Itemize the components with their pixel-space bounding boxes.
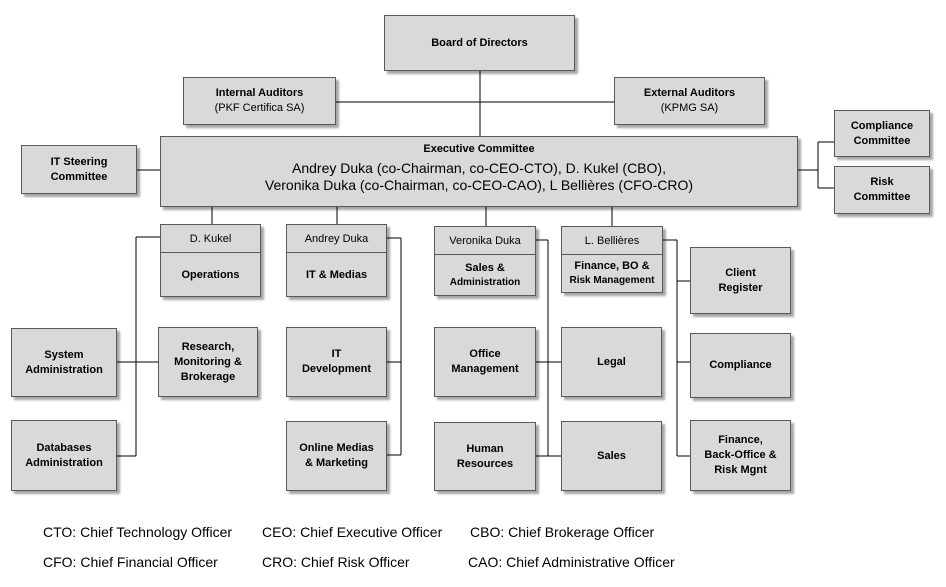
unit-label-3: Risk Mgnt bbox=[714, 464, 767, 476]
unit-label-1: IT bbox=[331, 348, 342, 360]
unit-label-3: Brokerage bbox=[180, 370, 236, 383]
unit-label-2: Resources bbox=[456, 457, 514, 470]
department-it-medias: IT & Medias bbox=[287, 253, 386, 296]
compliance-committee-label-1: Compliance bbox=[850, 119, 914, 132]
head-name: Veronika Duka bbox=[435, 227, 535, 255]
legend-ceo: CEO: Chief Executive Officer bbox=[262, 524, 443, 540]
unit-label-2: Development bbox=[301, 363, 372, 375]
unit-label-1: Databases bbox=[36, 441, 92, 454]
unit-label-1: Research, bbox=[181, 340, 235, 353]
head-name: Andrey Duka bbox=[287, 225, 386, 253]
client-register-box: Client Register bbox=[690, 247, 791, 314]
department-label-1: Finance, BO & bbox=[574, 260, 650, 272]
it-steering-label-2: Committee bbox=[50, 170, 108, 183]
it-steering-label-1: IT Steering bbox=[50, 155, 108, 168]
unit-label-2: Back-Office & bbox=[704, 449, 777, 461]
compliance-committee-box: Compliance Committee bbox=[834, 110, 930, 157]
legend-cao: CAO: Chief Administrative Officer bbox=[468, 554, 675, 570]
legend-cto: CTO: Chief Technology Officer bbox=[43, 524, 233, 540]
sales-box: Sales bbox=[561, 421, 662, 491]
unit-label-1: Human bbox=[466, 442, 504, 455]
legend-cro: CRO: Chief Risk Officer bbox=[262, 554, 410, 570]
finance-backoffice-risk-box: Finance, Back-Office & Risk Mgnt bbox=[690, 420, 791, 491]
head-veronika-duka-box: Veronika Duka Sales & Administration bbox=[434, 226, 536, 296]
department-finance-bo-risk: Finance, BO & Risk Management bbox=[562, 255, 662, 292]
research-monitoring-brokerage-box: Research, Monitoring & Brokerage bbox=[158, 327, 258, 397]
risk-committee-box: Risk Committee bbox=[834, 166, 930, 214]
legend-cbo: CBO: Chief Brokerage Officer bbox=[470, 524, 655, 540]
department-label-2: Administration bbox=[449, 276, 521, 288]
unit-label-2: Management bbox=[451, 363, 519, 375]
compliance-committee-label-2: Committee bbox=[853, 134, 911, 147]
office-management-box: Office Management bbox=[434, 327, 536, 397]
unit-label-2: Register bbox=[718, 281, 763, 294]
department-sales-administration: Sales & Administration bbox=[435, 255, 535, 295]
unit-label-2: Monitoring & bbox=[174, 355, 242, 368]
department-label: IT & Medias bbox=[305, 268, 368, 281]
internal-auditors-box: Internal Auditors (PKF Certifica SA) bbox=[183, 77, 336, 125]
external-auditors-box: External Auditors (KPMG SA) bbox=[614, 77, 765, 125]
department-operations: Operations bbox=[161, 253, 260, 296]
head-l-bellieres-box: L. Bellières Finance, BO & Risk Manageme… bbox=[561, 226, 663, 293]
unit-label-1: Office bbox=[469, 348, 501, 360]
executive-committee-title: Executive Committee bbox=[423, 143, 535, 155]
department-label-1: Sales & bbox=[465, 261, 505, 274]
head-name: L. Bellières bbox=[562, 227, 662, 255]
external-auditors-firm: (KPMG SA) bbox=[660, 102, 719, 114]
unit-label: Compliance bbox=[709, 359, 772, 371]
unit-label-2: Administration bbox=[25, 363, 103, 376]
unit-label: Sales bbox=[597, 449, 626, 462]
human-resources-box: Human Resources bbox=[434, 422, 536, 491]
compliance-box: Compliance bbox=[690, 333, 791, 398]
risk-committee-label-2: Committee bbox=[853, 191, 911, 203]
department-label-2: Risk Management bbox=[569, 275, 655, 286]
unit-label-1: Online Medias bbox=[299, 442, 374, 454]
board-of-directors-label: Board of Directors bbox=[431, 36, 528, 49]
it-steering-committee-box: IT Steering Committee bbox=[21, 145, 137, 194]
system-administration-box: System Administration bbox=[11, 328, 117, 397]
unit-label-1: System bbox=[44, 348, 84, 361]
it-development-box: IT Development bbox=[286, 327, 387, 397]
risk-committee-label-1: Risk bbox=[870, 176, 894, 188]
databases-administration-box: Databases Administration bbox=[11, 420, 117, 491]
unit-label-1: Client bbox=[725, 266, 756, 279]
head-d-kukel-box: D. Kukel Operations bbox=[160, 224, 261, 297]
board-of-directors-box: Board of Directors bbox=[384, 15, 575, 71]
head-andrey-duka-box: Andrey Duka IT & Medias bbox=[286, 224, 387, 297]
unit-label: Legal bbox=[597, 355, 626, 368]
unit-label-1: Finance, bbox=[718, 434, 763, 446]
online-medias-marketing-box: Online Medias & Marketing bbox=[286, 421, 387, 491]
department-label: Operations bbox=[181, 268, 240, 281]
internal-auditors-title: Internal Auditors bbox=[215, 87, 304, 99]
legal-box: Legal bbox=[561, 327, 662, 397]
head-name: D. Kukel bbox=[161, 225, 260, 253]
external-auditors-title: External Auditors bbox=[643, 87, 736, 99]
executive-committee-members-2: Veronika Duka (co-Chairman, co-CEO-CAO),… bbox=[264, 177, 694, 193]
executive-committee-box: Executive Committee Andrey Duka (co-Chai… bbox=[160, 136, 798, 207]
unit-label-2: & Marketing bbox=[305, 457, 368, 469]
unit-label-2: Administration bbox=[25, 456, 103, 469]
internal-auditors-firm: (PKF Certifica SA) bbox=[214, 102, 305, 114]
legend-cfo: CFO: Chief Financial Officer bbox=[43, 554, 218, 570]
executive-committee-members-1: Andrey Duka (co-Chairman, co-CEO-CTO), D… bbox=[292, 160, 666, 176]
